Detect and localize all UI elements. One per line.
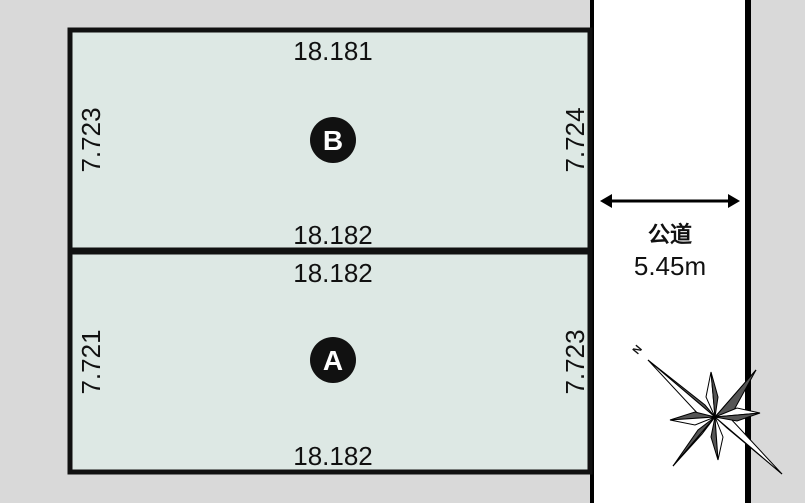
road-name: 公道 bbox=[648, 222, 692, 247]
lot-a-badge bbox=[310, 337, 356, 383]
compass-rose-icon bbox=[647, 359, 783, 475]
lot-a-left-length: 7.721 bbox=[76, 329, 106, 394]
lot-b-label: B bbox=[323, 125, 343, 156]
lot-a-bottom-length: 18.182 bbox=[293, 441, 373, 471]
lot-b-bottom-length: 18.182 bbox=[293, 220, 373, 250]
lot-b-right-length: 7.724 bbox=[560, 107, 590, 172]
lot-b: 18.181 18.182 7.723 7.724 B bbox=[67, 27, 593, 253]
road-width-arrow bbox=[600, 194, 740, 208]
lot-b-top-length: 18.181 bbox=[293, 36, 373, 66]
lot-b-left-length: 7.723 bbox=[76, 107, 106, 172]
road-width: 5.45m bbox=[634, 251, 706, 281]
lot-a-label: A bbox=[323, 345, 343, 376]
lot-a-top-length: 18.182 bbox=[293, 258, 373, 288]
lot-b-badge bbox=[310, 117, 356, 163]
lot-a: 18.182 18.182 7.721 7.723 A bbox=[67, 249, 593, 475]
lot-a-right-length: 7.723 bbox=[560, 329, 590, 394]
